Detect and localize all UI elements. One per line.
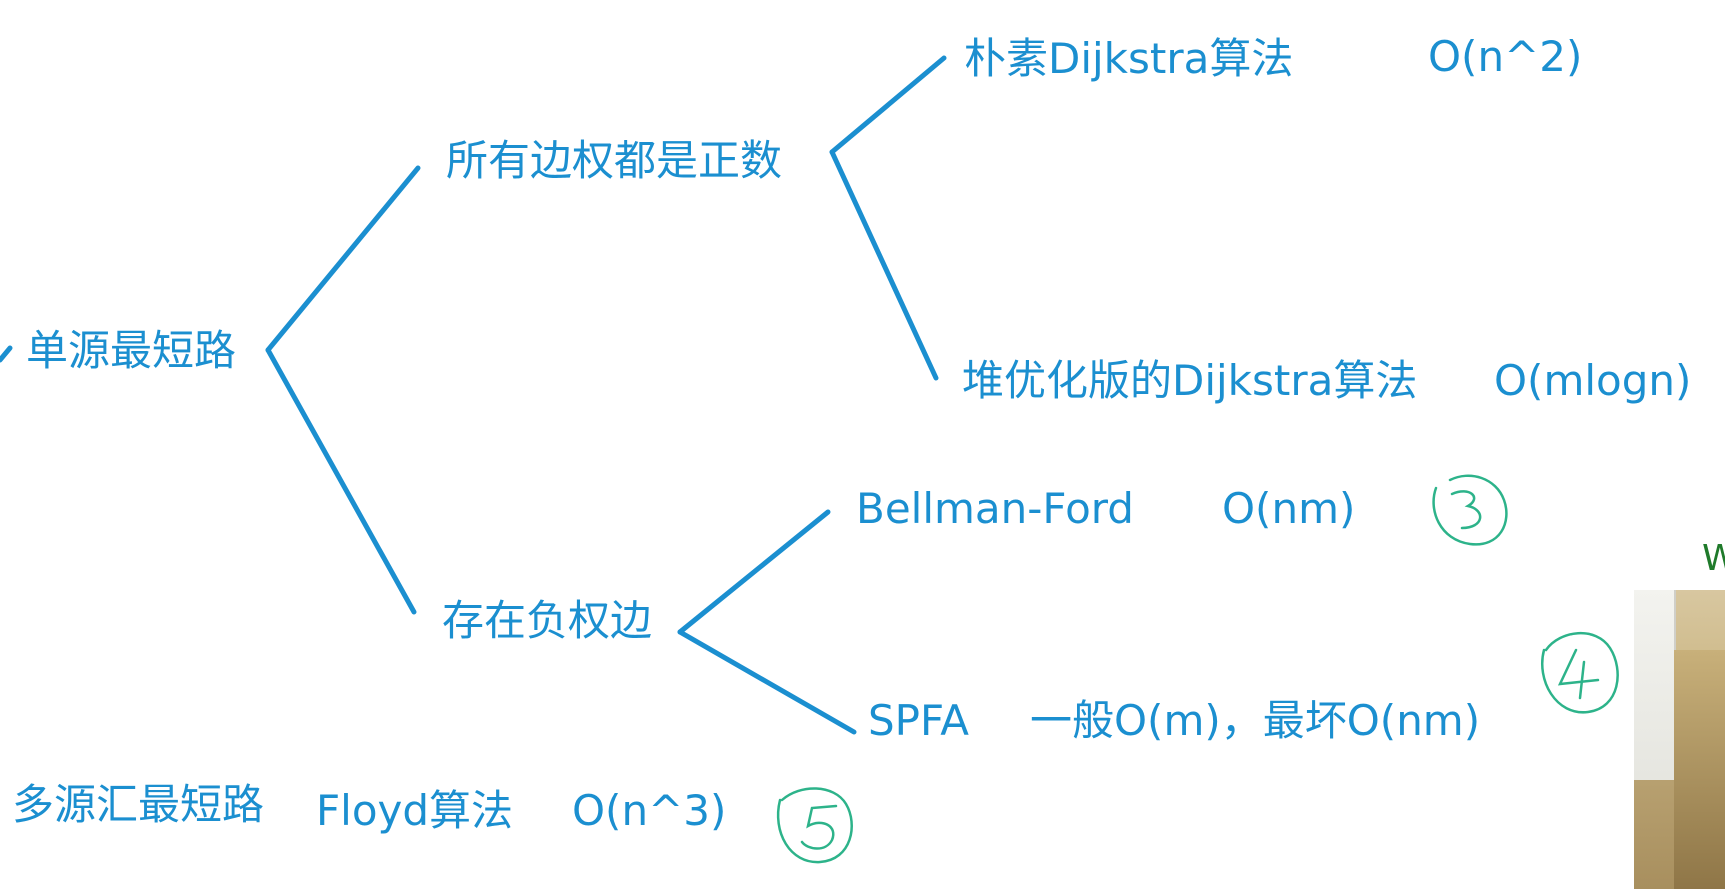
spfa-label: SPFA (868, 696, 970, 745)
bellman-ford-label: Bellman-Ford (856, 484, 1134, 533)
edge-root-negative (265, 347, 417, 615)
webcam-shirt (1634, 590, 1676, 780)
webcam-background (1674, 650, 1725, 889)
root-node-label: 单源最短路 (26, 326, 237, 375)
multi-source-label: 多源汇最短路 (12, 780, 265, 829)
circled-mark-3 (1432, 474, 1508, 546)
bellman-ford-complexity: O(nm) (1222, 484, 1356, 533)
heap-dijkstra-complexity: O(mlogn) (1494, 356, 1692, 405)
edge-negative-spfa (677, 629, 857, 735)
edge-root-positive (265, 165, 421, 353)
edge-negative-bellman (677, 509, 831, 635)
naive-dijkstra-complexity: O(n^2) (1428, 32, 1583, 81)
floyd-label: Floyd算法 (316, 786, 514, 835)
webcam-overlay (1634, 590, 1725, 889)
root-tick (0, 345, 13, 363)
spfa-complexity: 一般O(m)，最坏O(nm) (1030, 696, 1481, 745)
heap-dijkstra-label: 堆优化版的Dijkstra算法 (962, 356, 1418, 405)
circled-mark-5 (776, 787, 853, 864)
negative-weights-label: 存在负权边 (442, 596, 653, 645)
edge-positive-heap (829, 149, 939, 381)
naive-dijkstra-label: 朴素Dijkstra算法 (964, 34, 1294, 83)
circled-mark-4 (1541, 632, 1619, 714)
positive-weights-label: 所有边权都是正数 (446, 136, 783, 185)
floyd-complexity: O(n^3) (572, 786, 727, 835)
edge-positive-naive (829, 55, 947, 155)
webcam-partial-letter: W (1702, 538, 1725, 579)
